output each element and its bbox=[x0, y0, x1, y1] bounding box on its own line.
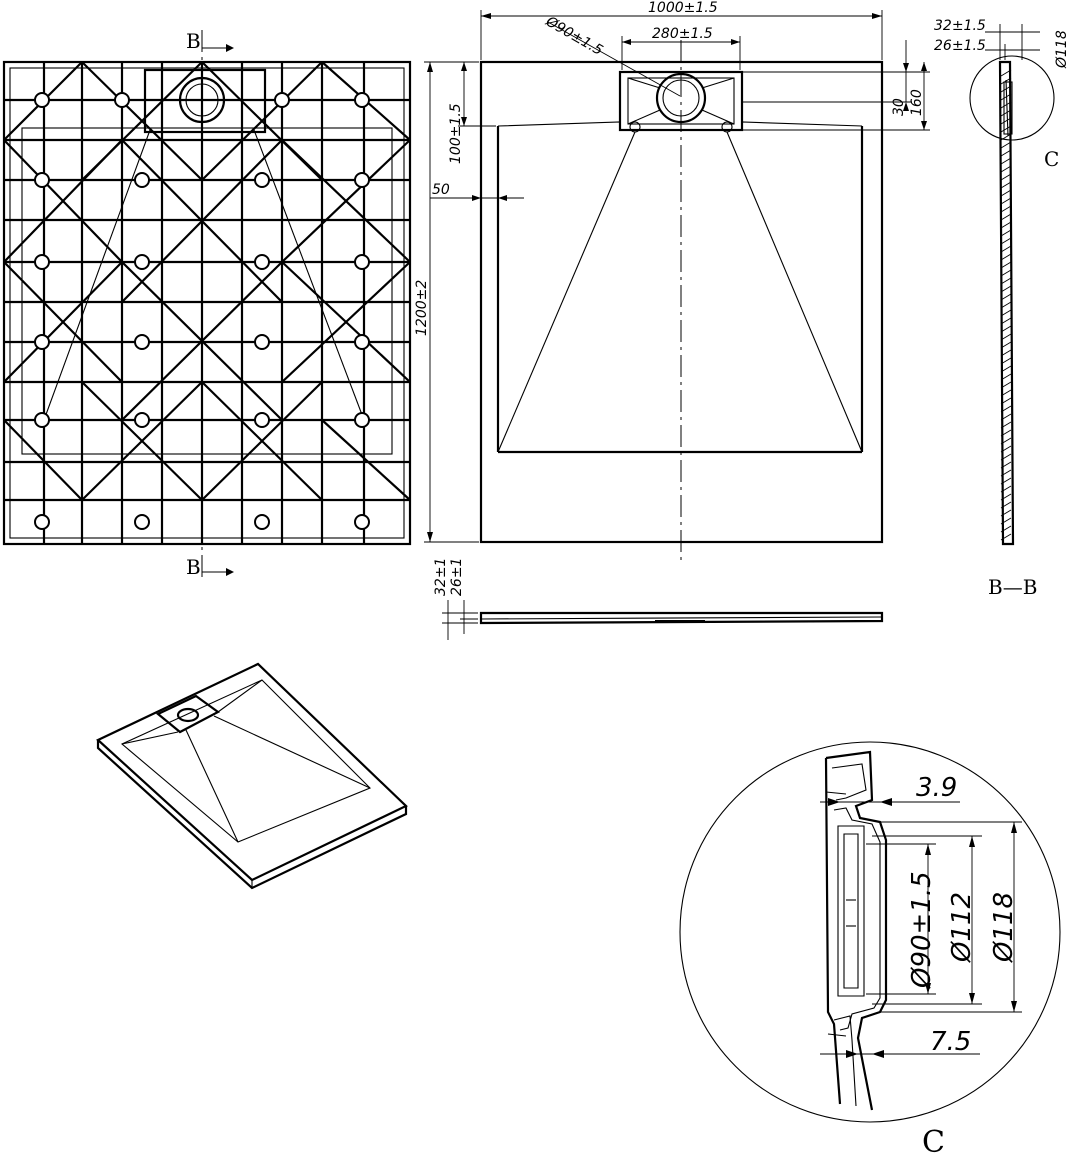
section-label-bb: B—B bbox=[988, 575, 1037, 599]
section-bb-view: 32±1.5 26±1.5 Ø118 C B—B bbox=[934, 18, 1070, 599]
dim-border: 50 bbox=[432, 182, 450, 198]
dim-elev-thk-total: 32±1 bbox=[433, 558, 449, 596]
bottom-rib-view: B B bbox=[2, 29, 412, 579]
isometric-view bbox=[96, 662, 408, 890]
dim-detail-d-inner: Ø90±1.5 bbox=[907, 871, 937, 989]
dim-elev-thk-body: 26±1 bbox=[449, 558, 465, 596]
dim-bb-thk-total: 32±1.5 bbox=[934, 18, 986, 34]
dim-drain-depth: 30 bbox=[891, 98, 907, 116]
dim-drain-length: 160 bbox=[909, 89, 925, 116]
dim-detail-gap-top: 3.9 bbox=[916, 773, 957, 803]
dim-outlet-diameter: Ø90±1.5 bbox=[542, 13, 605, 59]
dim-detail-gap-bottom: 7.5 bbox=[930, 1027, 971, 1057]
dim-outlet-offset: 100±1.5 bbox=[448, 103, 464, 164]
dim-width: 1000±1.5 bbox=[648, 0, 718, 16]
dim-height: 1200±2 bbox=[414, 280, 430, 336]
detail-label-c: C bbox=[922, 1125, 945, 1160]
section-mark-b-top: B bbox=[186, 29, 201, 53]
section-mark-b-bottom: B bbox=[186, 555, 201, 579]
detail-c-view: 3.9 Ø90±1.5 Ø112 Ø118 7.5 C bbox=[679, 741, 1061, 1160]
dim-circle-dia: Ø118 bbox=[1054, 30, 1070, 69]
top-plan-view: 1000±1.5 280±1.5 Ø90±1.5 1200±2 100±1.5 … bbox=[414, 0, 930, 560]
dim-outlet-width: 280±1.5 bbox=[652, 26, 713, 42]
dim-bb-thk-body: 26±1.5 bbox=[934, 38, 986, 54]
detail-mark-c: C bbox=[1044, 147, 1059, 171]
front-elevation-view: 32±1 26±1 bbox=[433, 558, 884, 640]
dim-detail-d-mid: Ø112 bbox=[947, 892, 977, 963]
dim-detail-d-outer: Ø118 bbox=[989, 892, 1019, 963]
